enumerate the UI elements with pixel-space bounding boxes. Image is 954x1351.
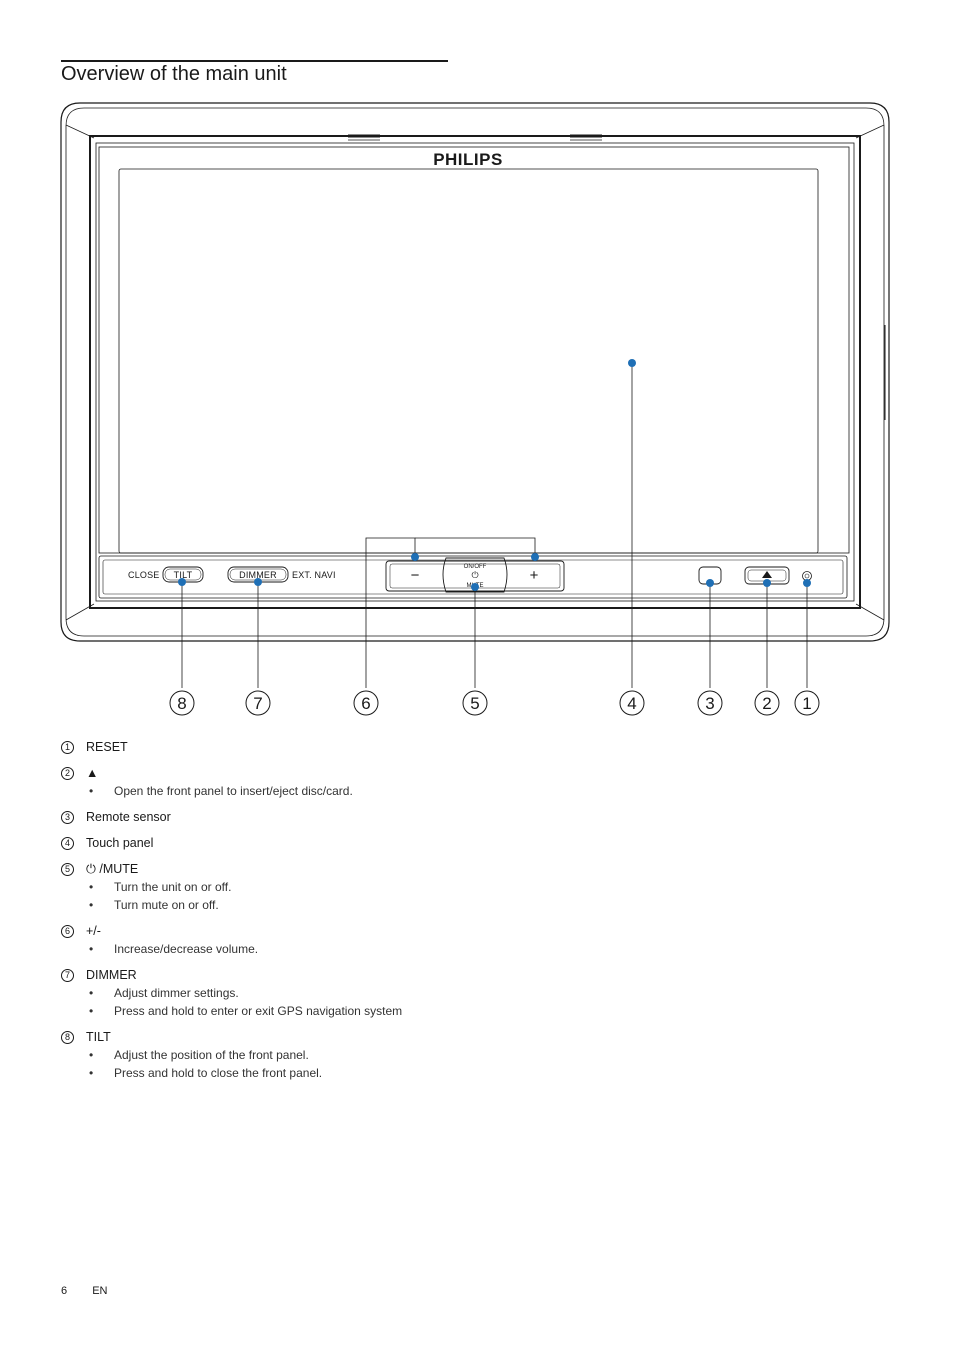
list-item: 3 Remote sensor (61, 808, 761, 826)
item-label: DIMMER (86, 968, 137, 982)
onoff-label: ON/OFF (464, 564, 487, 570)
title-rule (61, 60, 448, 62)
bullet: Increase/decrease volume. (87, 940, 761, 958)
dimmer-label: DIMMER (239, 570, 277, 580)
ext-navi-label: EXT. NAVI (292, 570, 336, 580)
item-bullets: Adjust dimmer settings. Press and hold t… (61, 984, 761, 1020)
item-bullets: Adjust the position of the front panel. … (61, 1046, 761, 1082)
power-mute-button (442, 557, 508, 593)
bullet: Turn the unit on or off. (87, 878, 761, 896)
list-item: 7 DIMMER Adjust dimmer settings. Press an… (61, 966, 761, 1020)
list-item: 1 RESET (61, 738, 761, 756)
list-item: 4 Touch panel (61, 834, 761, 852)
item-label: +/- (86, 924, 101, 938)
page-number: 6 (61, 1285, 68, 1297)
callout-3: 3 (705, 694, 714, 713)
item-bullets: Open the front panel to insert/eject dis… (61, 782, 761, 800)
item-label: TILT (86, 1030, 111, 1044)
callout-7: 7 (253, 694, 262, 713)
language-code: EN (92, 1285, 108, 1297)
item-number: 1 (61, 740, 74, 754)
item-number: 8 (61, 1030, 74, 1044)
power-icon: ⏻ (471, 570, 478, 581)
brand-logo: PHILIPS (433, 150, 503, 169)
callout-2: 2 (762, 694, 771, 713)
list-item: 2 ▲ Open the front panel to insert/eject … (61, 764, 761, 800)
bullet: Press and hold to enter or exit GPS navi… (87, 1002, 761, 1020)
item-bullets: Turn the unit on or off. Turn mute on or… (61, 878, 761, 914)
item-number: 2 (61, 766, 74, 780)
eject-icon (762, 571, 772, 578)
callout-4: 4 (627, 694, 636, 713)
controls-list: 1 RESET 2 ▲ Open the front panel to insert… (61, 738, 761, 1082)
item-label: Remote sensor (86, 810, 171, 824)
bullet: Adjust dimmer settings. (87, 984, 761, 1002)
item-label: RESET (86, 740, 128, 754)
close-label: CLOSE (128, 570, 160, 580)
leader-lines (181, 363, 808, 688)
bullet: Open the front panel to insert/eject dis… (87, 782, 761, 800)
page-title: Overview of the main unit (61, 63, 287, 85)
tilt-label: TILT (174, 570, 193, 580)
bullet: Press and hold to close the front panel. (87, 1064, 761, 1082)
item-number: 4 (61, 836, 74, 850)
item-number: 7 (61, 968, 74, 982)
plus-icon: + (530, 567, 539, 584)
item-label: Touch panel (86, 836, 154, 850)
item-label: ⏻ /MUTE (86, 861, 139, 876)
item-number: 5 (61, 862, 74, 876)
bullet: Adjust the position of the front panel. (87, 1046, 761, 1064)
item-number: 6 (61, 924, 74, 938)
main-unit-diagram: PHILIPS CLOSE TILT DIMMER EXT. NAVI − + … (60, 102, 890, 716)
leader-dots (178, 359, 811, 591)
minus-icon: − (411, 567, 420, 584)
callout-6: 6 (361, 694, 370, 713)
touch-panel-screen (118, 168, 819, 554)
callout-5: 5 (470, 694, 479, 713)
eject-glyph: ▲ (86, 766, 99, 780)
bullet: Turn mute on or off. (87, 896, 761, 914)
list-item: 5 ⏻ /MUTE Turn the unit on or off. Turn m… (61, 860, 761, 914)
list-item: 6 +/- Increase/decrease volume. (61, 922, 761, 958)
callout-1: 1 (802, 694, 811, 713)
item-number: 3 (61, 810, 74, 824)
unit-housing (60, 102, 890, 642)
page-footer: 6 EN (61, 1285, 107, 1297)
callout-markers (169, 690, 820, 716)
list-item: 8 TILT Adjust the position of the front p… (61, 1028, 761, 1082)
callout-8: 8 (177, 694, 186, 713)
item-bullets: Increase/decrease volume. (61, 940, 761, 958)
